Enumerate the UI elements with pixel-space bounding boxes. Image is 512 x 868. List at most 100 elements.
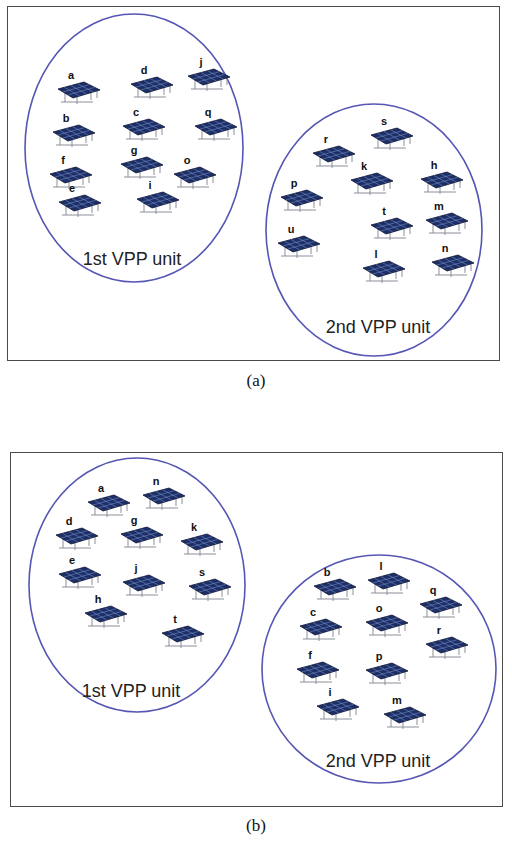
panel-grid <box>193 72 219 79</box>
panel-grid <box>371 175 387 183</box>
panel-grid <box>175 630 191 639</box>
solar-panel-unit: j <box>122 562 166 598</box>
panel-leg <box>140 212 172 213</box>
panel-body <box>300 619 342 635</box>
panel-leg <box>124 177 156 178</box>
panel-leg <box>307 630 308 639</box>
panel-leg <box>354 193 386 194</box>
panel-letter: f <box>61 154 65 166</box>
panel-body <box>420 597 462 613</box>
panel-grid <box>182 628 198 636</box>
solar-panel-unit: t <box>161 613 205 649</box>
panel-grid <box>198 74 225 82</box>
solar-panel-unit: n <box>142 475 186 511</box>
panel-grid <box>439 217 455 226</box>
panel-grid <box>201 73 217 82</box>
circle-outline <box>262 555 496 783</box>
solar-panel <box>277 223 321 259</box>
panel-grid <box>376 221 402 228</box>
vpp-unit-circle: 2nd VPP unitblqcorfpim <box>261 554 497 784</box>
panel-grid <box>93 498 119 505</box>
panel-letter: d <box>66 515 73 527</box>
panel-grid <box>144 197 159 206</box>
panel-body <box>50 167 92 183</box>
solar-panel-unit: p <box>365 650 409 686</box>
panel-body <box>137 192 179 208</box>
solar-panel-unit: c <box>299 606 343 642</box>
panel-grid <box>144 81 160 90</box>
panel-grid <box>436 218 463 226</box>
panel-grid <box>378 223 393 232</box>
panel-leg <box>150 499 151 508</box>
panel-grid <box>202 124 217 133</box>
panel-letter: a <box>68 69 74 81</box>
panel-body <box>123 119 165 135</box>
panel-grid <box>376 265 392 274</box>
panel-grid <box>194 582 220 589</box>
panel-leg <box>374 238 406 239</box>
panel-leg <box>371 593 403 594</box>
panel-leg <box>144 203 145 212</box>
panel-grid <box>320 621 336 629</box>
panel-grid <box>126 160 152 167</box>
panel-leg <box>95 506 96 515</box>
panel-body <box>281 190 323 206</box>
panel-grid <box>76 530 92 538</box>
panel-grid <box>57 172 72 181</box>
panel-grid <box>131 162 158 170</box>
solar-panel <box>58 182 102 218</box>
panel-grid <box>69 572 96 580</box>
solar-panel <box>296 649 340 685</box>
panel-leg <box>403 722 404 729</box>
panel-grid <box>291 240 307 249</box>
panel-grid <box>327 583 343 592</box>
panel-grid <box>63 130 90 138</box>
panel-letter: l <box>379 560 382 572</box>
solar-panel <box>122 106 166 142</box>
panel-grid <box>79 197 95 205</box>
panel-leg <box>451 270 452 277</box>
panel-leg <box>440 187 441 194</box>
panel-leg <box>200 549 201 556</box>
panel-grid <box>433 642 448 651</box>
panel-grid <box>326 150 342 159</box>
panel-leg <box>208 594 209 601</box>
panel-grid <box>288 241 315 249</box>
panel-leg <box>300 205 301 212</box>
solar-panel <box>120 514 164 550</box>
solar-panel <box>367 560 411 596</box>
panel-leg <box>369 635 401 636</box>
solar-panel <box>420 159 464 195</box>
panel-leg <box>424 192 456 193</box>
panel-grid <box>442 260 469 268</box>
panel-leg <box>150 92 151 99</box>
solar-panel-unit: c <box>122 106 166 142</box>
panel-leg <box>366 281 398 282</box>
panel-leg <box>177 187 209 188</box>
panel-leg <box>382 276 383 283</box>
panel-letter: o <box>376 602 383 614</box>
panel-body <box>363 261 405 277</box>
panel-grid <box>317 664 333 672</box>
solar-panel <box>84 593 128 629</box>
panel-grid <box>376 131 402 138</box>
solar-panel-unit: b <box>52 112 96 148</box>
panel-grid <box>330 703 346 712</box>
panel-grid <box>324 704 339 713</box>
panel-leg <box>104 621 105 628</box>
panel-grid <box>428 177 443 186</box>
panel-grid <box>433 218 448 227</box>
panel-leg <box>66 206 67 215</box>
solar-panel <box>370 115 414 151</box>
solar-panel <box>425 624 469 660</box>
panel-leg <box>191 89 223 90</box>
panel-caption: (a) <box>247 371 266 391</box>
panel-letter: h <box>431 159 438 171</box>
panel-grid <box>437 258 463 265</box>
panel-grid <box>153 493 180 501</box>
panel-grid <box>307 624 322 633</box>
panel-letter: b <box>324 566 331 578</box>
unit-label: 1st VPP unit <box>82 680 181 702</box>
panel-leg <box>378 229 379 238</box>
panel-leg <box>387 727 419 728</box>
